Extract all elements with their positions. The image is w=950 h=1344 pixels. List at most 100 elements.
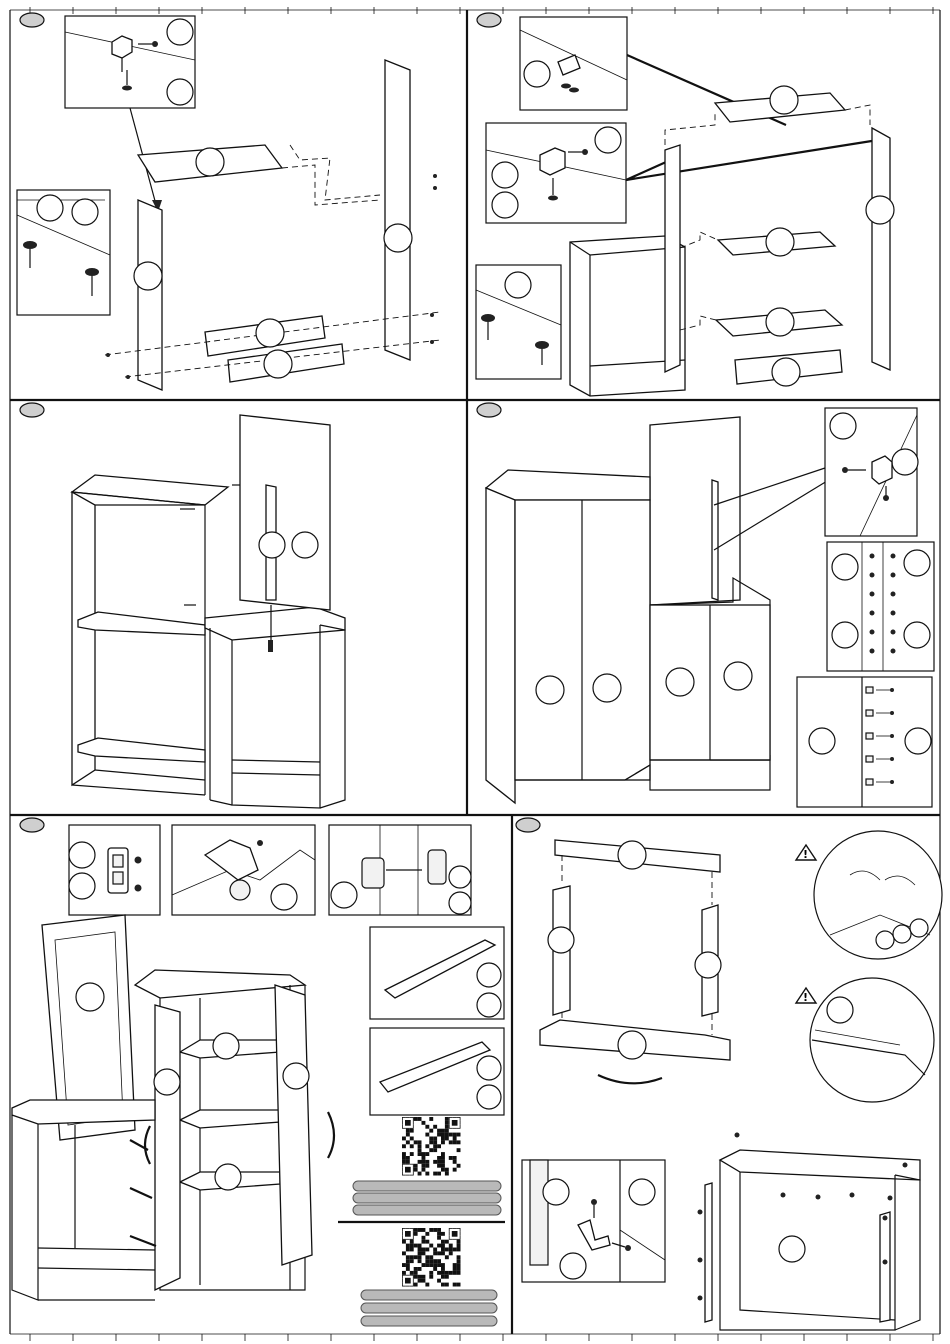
part-circle — [893, 925, 911, 943]
part-circle — [832, 554, 858, 580]
drawer-rail-icon — [880, 1212, 890, 1322]
part-circle — [779, 1236, 805, 1262]
warning-symbol: ! — [803, 848, 808, 861]
part-circle — [832, 622, 858, 648]
part-circle — [892, 449, 918, 475]
part-circle — [772, 358, 800, 386]
part-circle — [809, 728, 835, 754]
part-circle — [69, 842, 95, 868]
step-1-badge — [20, 13, 44, 27]
part-circle — [331, 882, 357, 908]
dowel-icon — [891, 649, 896, 654]
part-circle — [866, 196, 894, 224]
screw-icon — [698, 1258, 703, 1263]
warning-icon: ! — [796, 988, 816, 1004]
info-bar — [353, 1205, 501, 1215]
part-circle — [560, 1253, 586, 1279]
screw-icon — [866, 710, 873, 716]
step-1-panel — [17, 13, 440, 390]
screw-icon — [735, 1133, 740, 1138]
part-circle — [264, 350, 292, 378]
dowel-icon — [891, 554, 896, 559]
part-circle — [256, 319, 284, 347]
step-6-panel: ! ! — [516, 818, 942, 1330]
part-circle — [213, 1033, 239, 1059]
screw-icon — [561, 84, 571, 89]
dowel-icon — [870, 554, 875, 559]
step-3-badge — [20, 403, 44, 417]
screw-icon — [866, 756, 873, 762]
dowel-icon — [870, 649, 875, 654]
step-5-panel — [12, 818, 505, 1326]
dowel-icon — [891, 573, 896, 578]
part-circle — [76, 983, 104, 1011]
qr-code-icon — [402, 1228, 461, 1287]
part-circle — [167, 79, 193, 105]
part-circle — [904, 622, 930, 648]
shelf — [180, 1110, 280, 1128]
part-circle — [548, 927, 574, 953]
info-bar — [361, 1316, 497, 1326]
screw-icon — [866, 733, 873, 739]
screw-icon — [888, 1196, 893, 1201]
part-circle — [134, 262, 162, 290]
part-circle — [904, 550, 930, 576]
top-tick-marks — [30, 7, 933, 14]
part-circle — [827, 997, 853, 1023]
handle-icon — [598, 1075, 662, 1083]
divider — [712, 480, 718, 600]
shelf — [78, 738, 205, 762]
dowel-icon — [891, 611, 896, 616]
back-panel — [650, 417, 740, 605]
part-circle — [283, 1063, 309, 1089]
info-bar — [361, 1303, 497, 1313]
screw-icon — [698, 1210, 703, 1215]
tall-side-left — [665, 145, 680, 372]
step-3-panel — [20, 403, 345, 808]
hinge-icon — [362, 858, 384, 888]
drawer-rail-icon — [705, 1183, 712, 1322]
step-2-panel — [476, 13, 894, 396]
qr-code-icon — [402, 1117, 461, 1176]
dowel-icon — [870, 592, 875, 597]
part-circle — [766, 308, 794, 336]
dowel-icon — [870, 630, 875, 635]
part-circle — [905, 728, 931, 754]
screw-icon — [866, 687, 873, 693]
part-circle — [492, 192, 518, 218]
back-panel — [240, 415, 330, 610]
dowel-icon — [870, 611, 875, 616]
part-circle — [666, 668, 694, 696]
part-circle — [876, 931, 894, 949]
tall-side-right — [872, 128, 890, 370]
step-2-badge — [477, 13, 501, 27]
part-circle — [154, 1069, 180, 1095]
dowel-icon — [891, 630, 896, 635]
part-circle — [543, 1179, 569, 1205]
info-bar — [353, 1181, 501, 1191]
part-circle — [37, 195, 63, 221]
open-door-right — [275, 985, 312, 1265]
part-circle — [477, 1056, 501, 1080]
side-panel-right — [385, 60, 410, 360]
shelf — [78, 612, 205, 635]
part-circle — [449, 892, 471, 914]
screw-icon — [883, 1216, 888, 1221]
dowel-icon — [870, 573, 875, 578]
part-circle — [524, 61, 550, 87]
open-door-left — [155, 1005, 180, 1290]
part-circle — [72, 199, 98, 225]
part-circle — [196, 148, 224, 176]
part-circle — [492, 162, 518, 188]
part-circle — [830, 413, 856, 439]
step-6-badge — [516, 818, 540, 832]
part-circle — [477, 1085, 501, 1109]
part-circle — [618, 1031, 646, 1059]
warning-symbol: ! — [803, 991, 808, 1004]
part-circle — [292, 532, 318, 558]
part-circle — [629, 1179, 655, 1205]
part-circle — [536, 676, 564, 704]
part-circle — [69, 873, 95, 899]
part-circle — [449, 866, 471, 888]
